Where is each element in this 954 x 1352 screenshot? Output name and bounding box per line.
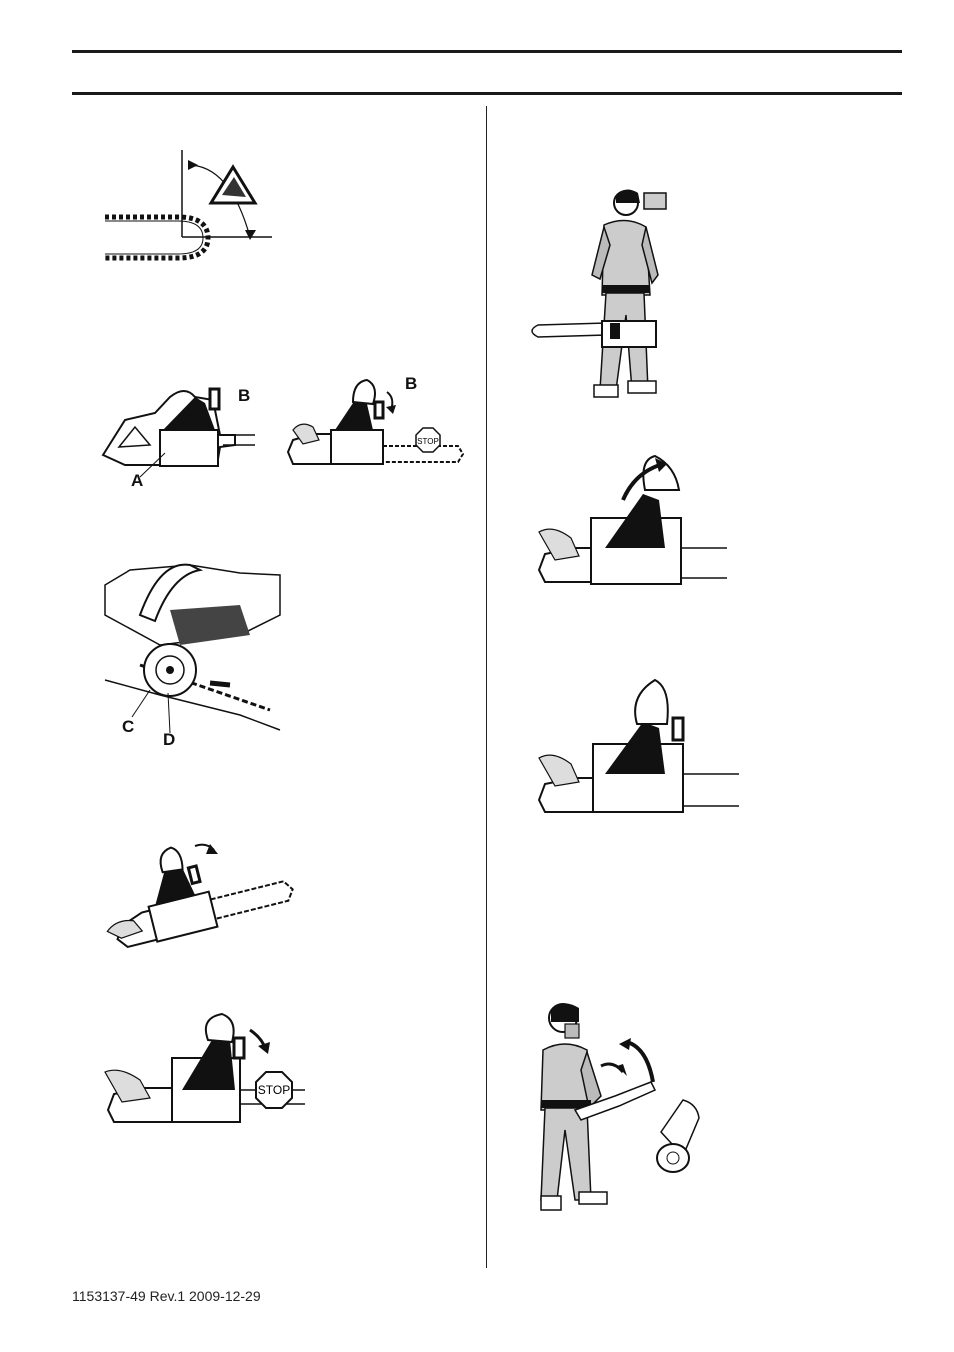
column-divider: [486, 106, 487, 1268]
kickback-warning-icon: [211, 167, 255, 203]
stop-sign-large-icon: STOP: [256, 1072, 292, 1108]
stop-sign-large-text: STOP: [258, 1083, 290, 1097]
operator-kickback-figure: [535, 1000, 715, 1220]
header-rule-top: [72, 50, 902, 53]
kickback-zone-figure: [100, 145, 280, 270]
brake-release-figure: [100, 828, 300, 953]
label-b-right: B: [405, 374, 417, 394]
brake-lever-forward-figure: [535, 450, 730, 590]
label-d: D: [163, 730, 175, 750]
brake-stop-figure: STOP: [100, 1010, 305, 1130]
document-footer-id: 1153137-49 Rev.1 2009-12-29: [72, 1288, 261, 1304]
stop-sign-text: STOP: [417, 437, 439, 446]
label-c: C: [122, 717, 134, 737]
brake-b-stop-figure: STOP: [283, 372, 468, 472]
label-a: A: [131, 471, 143, 491]
brake-lever-back-figure: [535, 672, 740, 817]
header-rule-bottom: [72, 92, 902, 95]
operator-carry-figure: [520, 185, 680, 405]
stop-sign-icon: STOP: [416, 428, 440, 452]
label-b-left: B: [238, 386, 250, 406]
